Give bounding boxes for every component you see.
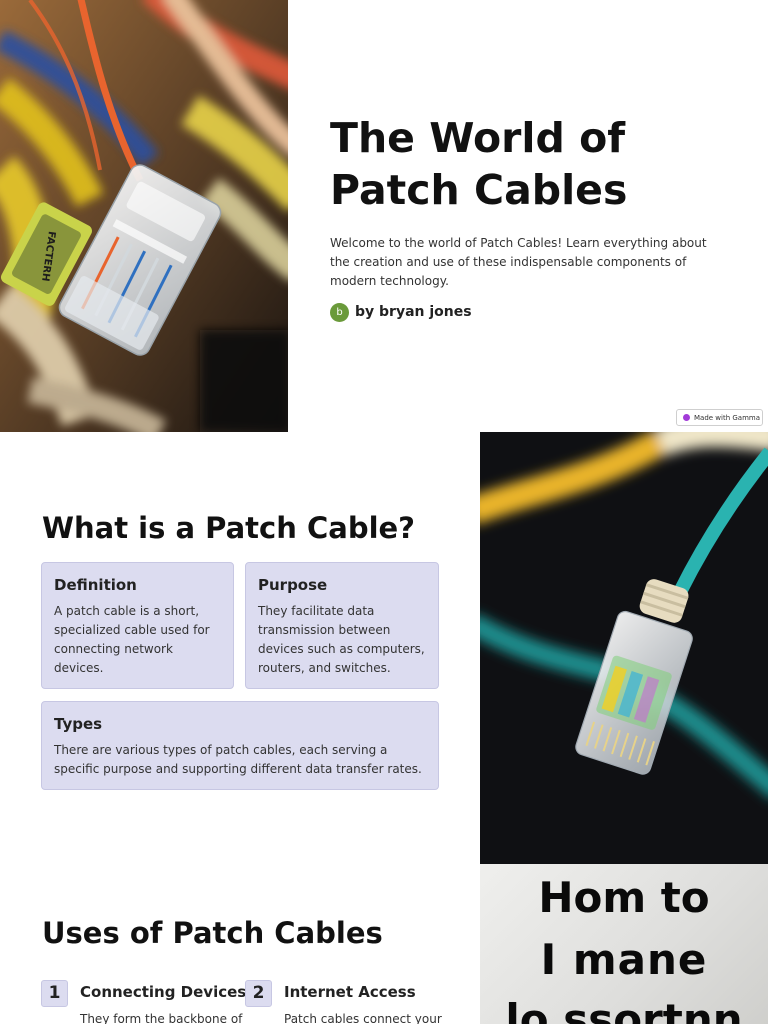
gamma-logo-icon: [683, 414, 690, 421]
card-definition: Definition A patch cable is a short, spe…: [41, 562, 234, 689]
item-body: Patch cables connect your: [284, 1012, 442, 1024]
intro-description: Welcome to the world of Patch Cables! Le…: [330, 236, 707, 288]
card-title: Types: [54, 715, 103, 733]
card-purpose: Purpose They facilitate data transmissio…: [245, 562, 439, 689]
card-body: They facilitate data transmission betwee…: [258, 604, 425, 675]
patch-cable-photo-orange: FACTERH: [0, 0, 288, 432]
author-byline[interactable]: b by bryan jones: [330, 302, 472, 322]
how-to-image: Hom to I mane lo ssortnn: [480, 864, 768, 1024]
avatar: b: [330, 302, 349, 322]
image-text-line-1: Hom to: [538, 873, 710, 922]
card-types: Types There are various types of patch c…: [41, 701, 439, 790]
made-with-gamma-badge[interactable]: Made with Gamma: [676, 409, 763, 426]
item-body: They form the backbone of: [80, 1012, 243, 1024]
definition-slide: What is a Patch Cable? Definition A patc…: [0, 432, 768, 864]
section-title-uses: Uses of Patch Cables: [42, 916, 383, 950]
item-number-badge: 2: [245, 980, 272, 1007]
title-slide: FACTERH The World of Patch Cables Welcom…: [0, 0, 768, 432]
patch-cable-photo-teal: [480, 432, 768, 864]
badge-label: Made with Gamma: [694, 413, 761, 422]
author-name: by bryan jones: [355, 304, 472, 320]
item-title: Connecting Devices: [80, 983, 247, 1001]
uses-slide: Uses of Patch Cables Hom to I mane lo ss…: [0, 864, 768, 1024]
image-text-line-2: I mane: [540, 935, 708, 984]
page-title: The World of Patch Cables: [330, 114, 628, 214]
card-title: Definition: [54, 576, 137, 594]
section-title-what-is: What is a Patch Cable?: [42, 511, 416, 545]
card-title: Purpose: [258, 576, 328, 594]
card-body: A patch cable is a short, specialized ca…: [54, 604, 210, 675]
card-body: There are various types of patch cables,…: [54, 743, 422, 776]
item-number-badge: 1: [41, 980, 68, 1007]
image-text-line-3: lo ssortnn: [505, 995, 743, 1024]
item-title: Internet Access: [284, 983, 416, 1001]
